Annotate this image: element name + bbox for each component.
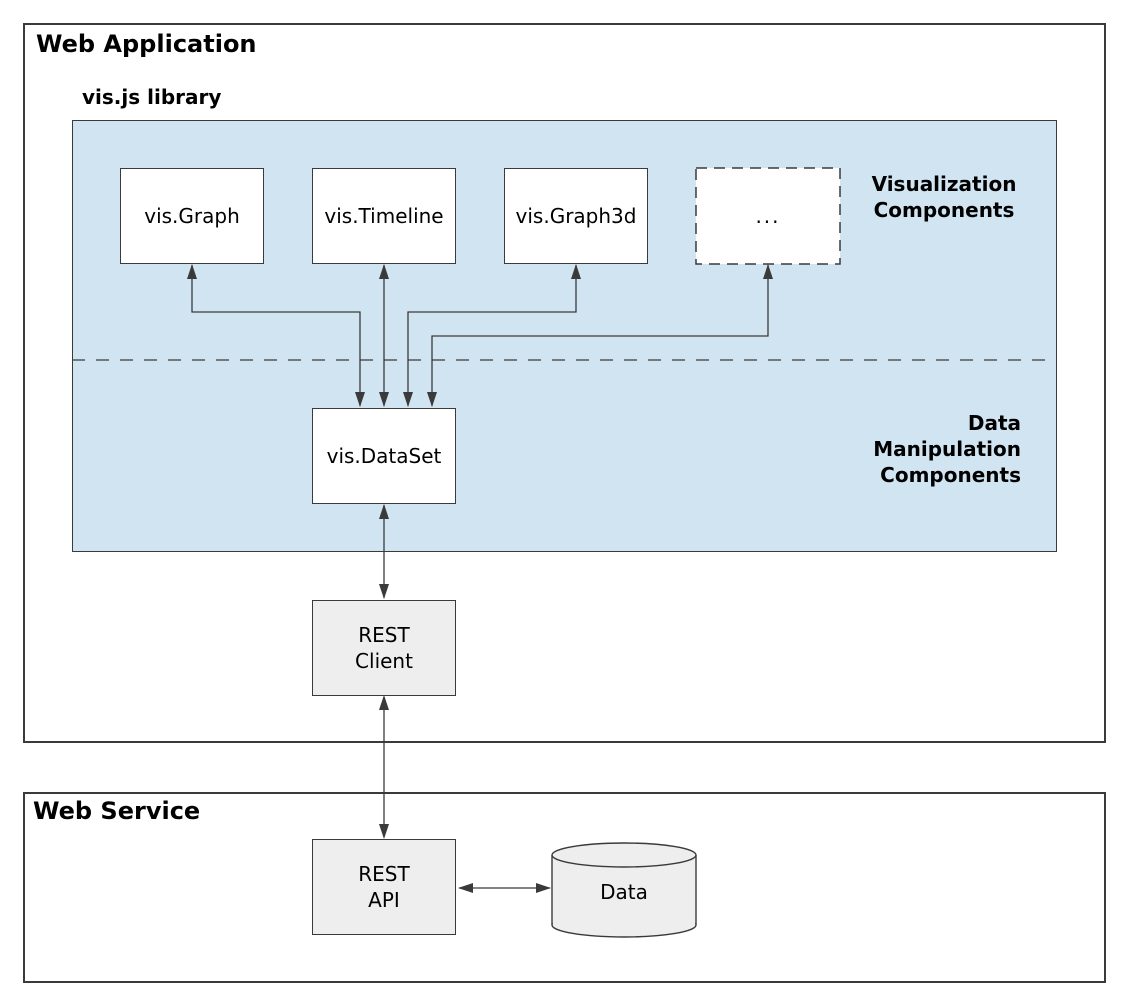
node-vis-graph3d: vis.Graph3d bbox=[504, 168, 648, 264]
node-vis-timeline: vis.Timeline bbox=[312, 168, 456, 264]
node-data-store-label: Data bbox=[600, 880, 648, 904]
web-service-box bbox=[23, 792, 1106, 983]
visjs-library-label: vis.js library bbox=[82, 85, 222, 109]
web-application-box bbox=[23, 23, 1106, 743]
visualization-components-label: Visualization Components bbox=[871, 172, 1017, 222]
node-rest-client: REST Client bbox=[312, 600, 456, 696]
node-more-components-label: ... bbox=[755, 204, 781, 228]
web-service-title: Web Service bbox=[33, 797, 201, 825]
node-vis-graph: vis.Graph bbox=[120, 168, 264, 264]
node-rest-api: REST API bbox=[312, 839, 456, 935]
node-vis-dataset: vis.DataSet bbox=[312, 408, 456, 504]
data-manipulation-components-label: Data Manipulation Components bbox=[873, 411, 1021, 487]
web-application-title: Web Application bbox=[36, 30, 257, 58]
